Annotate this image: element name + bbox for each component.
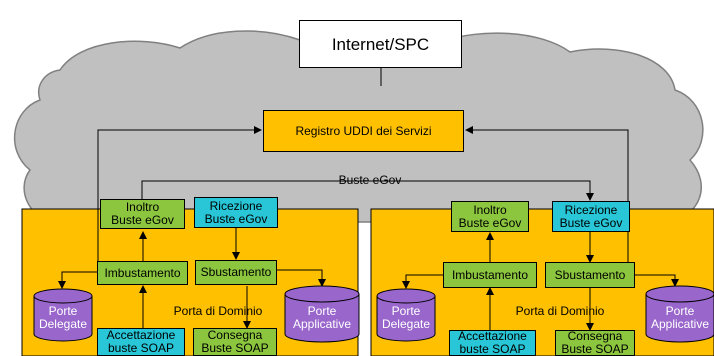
- left-registry-arrow: [97, 126, 262, 265]
- right-sbust-to-applicative: [635, 274, 679, 287]
- left-porta-label: Porta di Dominio: [173, 303, 263, 318]
- right-consegna-box: Consegna Buste SOAP: [555, 330, 635, 356]
- left-sbust-to-applicative: [277, 269, 326, 287]
- right-porte-applicative-db: Porte Applicative: [650, 304, 710, 331]
- registry-label: Registro UDDI dei Servizi: [295, 123, 432, 138]
- left-porte-delegate-db-shape: [33, 288, 93, 342]
- left-inoltro-box: Inoltro Buste eGov: [100, 199, 185, 229]
- right-porte-delegate-db: Porte Delegate: [381, 304, 431, 331]
- left-consegna-box: Consegna Buste SOAP: [193, 328, 277, 356]
- left-ricezione-box: Ricezione Buste eGov: [194, 197, 278, 228]
- right-porte-delegate-db-shape: [376, 288, 436, 342]
- left-imbust-to-delegate: [58, 271, 97, 289]
- right-inoltro-box: Inoltro Buste eGov: [451, 201, 529, 232]
- right-porte-applicative-db-shape: [645, 285, 714, 343]
- left-porte-applicative-db: Porte Applicative: [292, 304, 352, 331]
- right-porta-label: Porta di Dominio: [515, 303, 605, 318]
- left-accettazione-box: Accettazione buste SOAP: [97, 328, 185, 356]
- right-accettazione-box: Accettazione buste SOAP: [449, 330, 536, 356]
- left-porte-delegate-db: Porte Delegate: [38, 304, 88, 331]
- internet-spc-label: Internet/SPC: [331, 34, 430, 54]
- left-porte-applicative-db-shape: [284, 285, 360, 343]
- right-sbustamento-box: Sbustamento: [545, 262, 635, 288]
- right-imbustamento-box: Imbustamento: [443, 262, 537, 288]
- right-ricezione-box: Ricezione Buste eGov: [552, 201, 630, 232]
- right-imbust-to-delegate: [402, 274, 443, 289]
- internet-spc-box: Internet/SPC: [299, 20, 462, 68]
- left-imbustamento-box: Imbustamento: [97, 261, 188, 285]
- left-sbustamento-box: Sbustamento: [195, 260, 277, 285]
- registry-box: Registro UDDI dei Servizi: [263, 110, 464, 152]
- egov-bus-label: Buste eGov: [338, 172, 402, 187]
- egov-bus-arrow: [141, 180, 594, 201]
